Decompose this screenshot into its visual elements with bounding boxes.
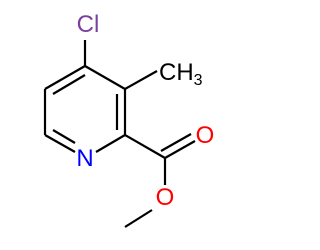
bond-carbonyl-o-double-a	[164, 140, 196, 159]
bond-c5-c4-inner	[52, 74, 86, 95]
bond-c5-c4	[44, 65, 86, 90]
bond-c3-methyl	[124, 70, 158, 90]
bond-c2-n1	[95, 134, 126, 153]
methyl-label: CH3	[159, 59, 203, 89]
ester-oxygen-label: O	[156, 184, 175, 211]
bond-n1-c6	[44, 134, 76, 153]
carbonyl-oxygen-label: O	[196, 122, 215, 149]
bond-c4-c3	[84, 65, 126, 90]
bond-n1-c6-inner	[52, 129, 76, 144]
structure-canvas: Cl CH3 N O O	[43, 11, 215, 228]
nitrogen-label: N	[76, 145, 93, 172]
chlorine-label: Cl	[77, 11, 100, 38]
methyl-label-subscript: 3	[194, 72, 203, 89]
molecule-drawing: Cl CH3 N O O	[43, 11, 215, 228]
bond-c2-carbonyl	[124, 134, 166, 159]
bond-carbonyl-o-double-b	[160, 133, 192, 152]
bond-ester-o-methyl	[124, 209, 153, 228]
methyl-label-main: CH	[159, 59, 194, 86]
